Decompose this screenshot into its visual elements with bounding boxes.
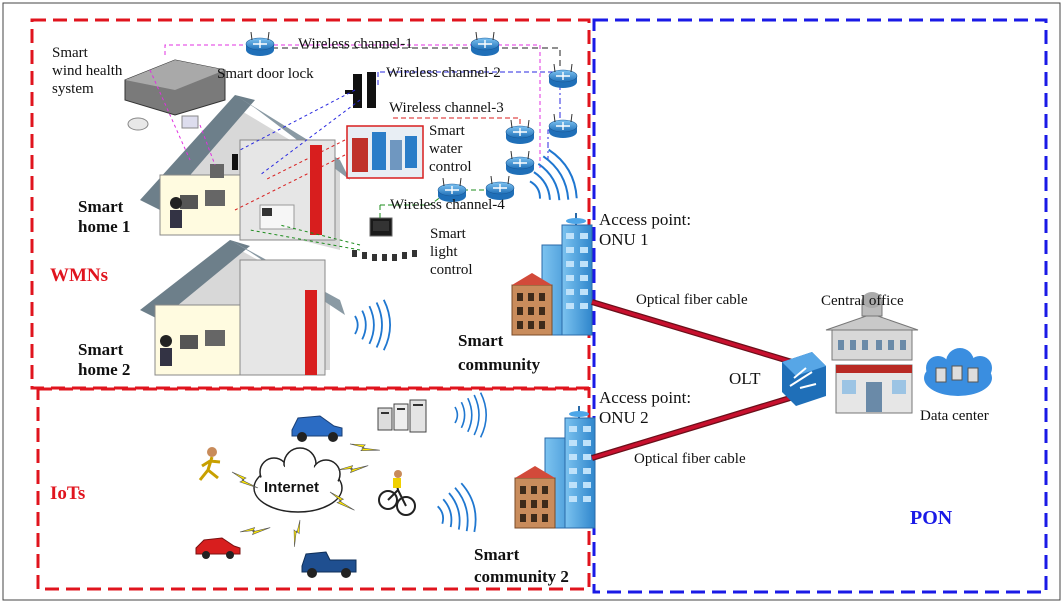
wmns-region-border [30, 18, 591, 390]
smart-home-1-label-line1: Smart [78, 197, 124, 216]
door-lock-device [345, 72, 376, 108]
access-point-1-label-line2: ONU 1 [599, 230, 649, 249]
iot-cyclist-icon [378, 470, 416, 516]
water-control-label-line3: control [429, 159, 472, 175]
smart-home-1-house [140, 95, 350, 250]
internet-label: Internet [264, 479, 319, 496]
iot-car-red-icon [195, 537, 241, 559]
smart-community-label-line2: community [458, 355, 541, 374]
door-lock-label: Smart door lock [217, 66, 314, 82]
olt-device [782, 352, 826, 406]
wind-health-label-line1: Smart [52, 45, 89, 61]
central-office-label: Central office [821, 293, 904, 309]
light-control-label-line1: Smart [430, 226, 467, 242]
internet-cloud [253, 447, 343, 513]
smart-home-2-label-line2: home 2 [78, 360, 130, 379]
wireless-channel-1-label: Wireless channel-1 [298, 36, 413, 52]
pon-label: PON [910, 507, 953, 529]
olt-label: OLT [729, 369, 761, 388]
wmns-label: WMNs [50, 265, 108, 286]
water-control-device [346, 125, 424, 179]
iot-truck-icon [301, 551, 357, 578]
iot-runner-icon [198, 447, 221, 481]
access-point-2-label-line2: ONU 2 [599, 408, 649, 427]
wind-health-device [124, 59, 226, 131]
wireless-channel-lines [149, 44, 561, 251]
optical-fiber-1-label: Optical fiber cable [636, 292, 748, 308]
smart-home-1-label-line2: home 1 [78, 217, 130, 236]
wireless-channel-4-label: Wireless channel-4 [390, 197, 505, 213]
wireless-channel-3-label: Wireless channel-3 [389, 100, 504, 116]
wind-health-label-line2: wind health [52, 63, 123, 79]
wireless-channel-2-label: Wireless channel-2 [386, 65, 501, 81]
optical-fiber-2-label: Optical fiber cable [634, 451, 746, 467]
wind-health-label-line3: system [52, 81, 94, 97]
access-point-1-label-line1: Access point: [599, 210, 691, 229]
water-control-label-line1: Smart [429, 123, 466, 139]
iot-car-blue-icon [291, 415, 343, 442]
smart-community-2-label-line1: Smart [474, 545, 520, 564]
iots-label: IoTs [50, 483, 85, 504]
iot-servers-icon [377, 399, 427, 433]
central-office-building [825, 292, 919, 414]
smart-home-2-label-line1: Smart [78, 340, 124, 359]
light-control-label-line3: control [430, 262, 473, 278]
smart-community-2-label-line2: community 2 [474, 567, 569, 586]
light-control-label-line2: light [430, 244, 458, 260]
access-point-2-label-line1: Access point: [599, 388, 691, 407]
data-center-cloud [924, 348, 992, 396]
smart-home-2-house [140, 240, 345, 376]
water-control-label-line2: water [429, 141, 462, 157]
data-center-label: Data center [920, 408, 989, 424]
smart-community-label-line1: Smart [458, 331, 504, 350]
pon-region-border [592, 18, 1048, 594]
light-control-device [352, 217, 417, 261]
